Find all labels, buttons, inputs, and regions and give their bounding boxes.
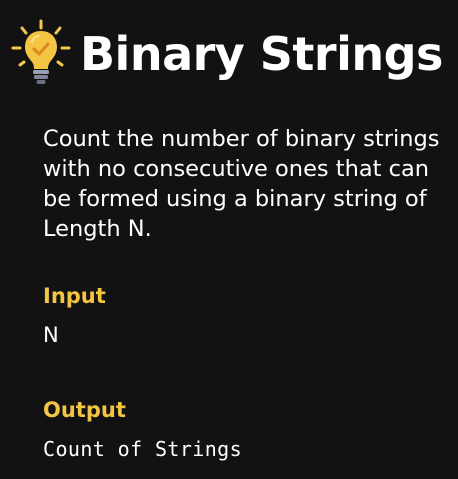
input-value: N [43,323,59,347]
lightbulb-icon [11,19,71,84]
output-label: Output [43,398,126,422]
output-value: Count of Strings [43,437,243,461]
page-title: Binary Strings [80,27,443,81]
problem-description: Count the number of binary strings with … [43,126,440,242]
input-label: Input [43,284,106,308]
header: Binary Strings [10,18,443,90]
